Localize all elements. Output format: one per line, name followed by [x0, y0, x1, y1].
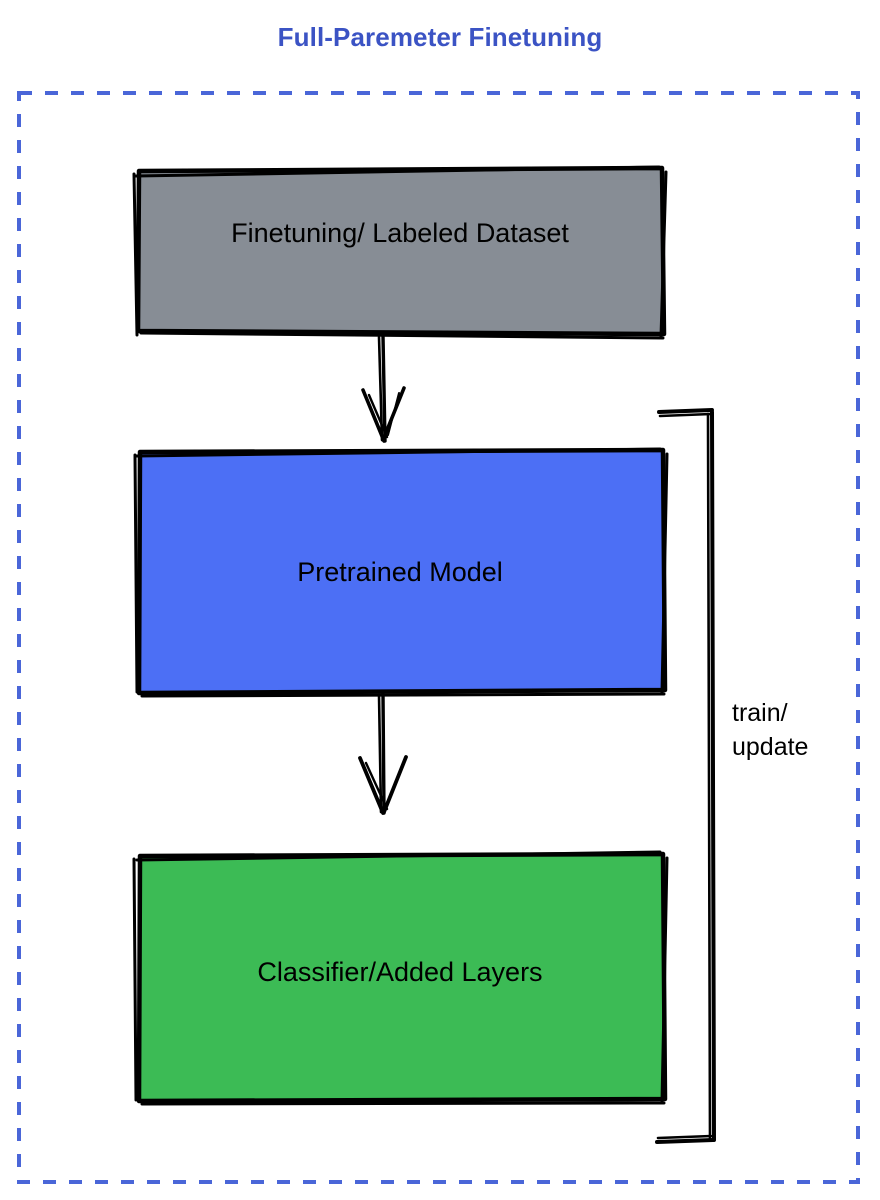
node-dataset[interactable]	[132, 165, 668, 340]
node-pretrained-fill	[140, 451, 664, 692]
node-classifier-label: Classifier/Added Layers	[257, 957, 543, 987]
node-classifier-fill	[140, 855, 664, 1100]
node-classifier-stroke-sketch	[132, 850, 669, 1106]
feedback-loop-connector	[655, 408, 716, 1144]
node-dataset-label: Finetuning/ Labeled Dataset	[231, 218, 569, 248]
feedback-loop-label: train/ update	[732, 699, 809, 761]
arrow-dataset-to-pretrained	[361, 334, 406, 443]
arrow-pretrained-to-classifier	[358, 692, 408, 815]
node-dataset-stroke-sketch	[132, 165, 668, 340]
dashed-boundary	[17, 91, 860, 1184]
page-title: Full-Paremeter Finetuning	[277, 22, 603, 52]
node-classifier[interactable]	[132, 850, 669, 1106]
node-dataset-fill	[139, 169, 663, 333]
node-pretrained-stroke-sketch	[133, 447, 669, 698]
node-pretrained-label: Pretrained Model	[297, 557, 503, 587]
node-pretrained[interactable]	[133, 447, 669, 698]
